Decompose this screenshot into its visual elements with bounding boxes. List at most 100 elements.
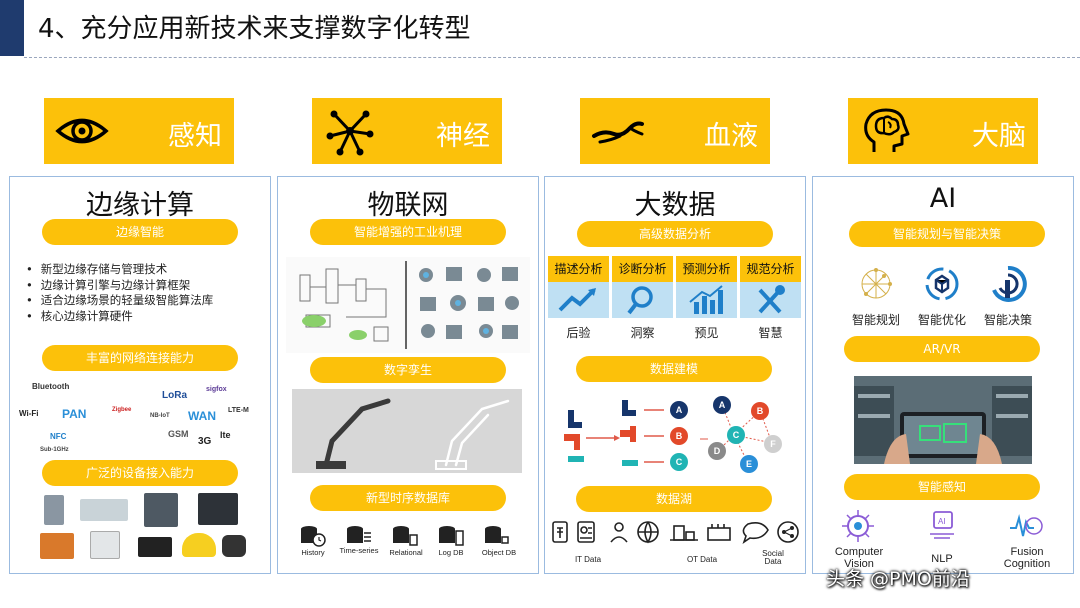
tools-icon	[758, 285, 785, 314]
sigfox-logo: sigfox	[206, 386, 227, 393]
smart-decision-icon	[992, 265, 1027, 302]
header-tile-blood: 血液	[580, 98, 770, 164]
analytics-sub: 后验	[566, 326, 591, 340]
column-title: 边缘计算	[86, 190, 194, 221]
node-right-f: F	[764, 435, 782, 453]
wan-logo: WAN	[188, 409, 216, 423]
title-divider	[24, 57, 1080, 58]
title-accent-bar	[0, 0, 24, 56]
ot-data-label: OT Data	[686, 555, 718, 564]
node-right-d: D	[708, 442, 726, 460]
device-image	[44, 495, 64, 525]
trend-up-icon	[558, 288, 596, 312]
header-tile-perception: 感知	[44, 98, 234, 164]
analytics-head-descriptive: 描述分析	[548, 256, 609, 282]
db-label-relational: Relational	[389, 548, 423, 557]
ar-warehouse-image	[854, 376, 1032, 464]
data-source-icons	[552, 521, 799, 544]
pill-device-access: 广泛的设备接入能力	[42, 460, 238, 486]
social-data-label: Social Data	[762, 549, 784, 566]
object-db-icon	[485, 526, 509, 544]
computer-vision-icon	[842, 510, 874, 542]
perception-label-cv: Computer Vision	[834, 546, 884, 570]
pill-data-modeling: 数据建模	[576, 356, 772, 382]
data-modeling-diagram	[564, 400, 664, 466]
list-item: 核心边缘计算硬件	[26, 309, 213, 325]
pan-logo: PAN	[62, 407, 87, 421]
analytics-head-predictive: 预测分析	[676, 256, 737, 282]
analytics-sub: 预见	[694, 326, 719, 340]
pill-planning-decision: 智能规划与智能决策	[849, 221, 1045, 247]
pill-timeseries-db: 新型时序数据库	[310, 485, 506, 511]
bluetooth-logo: Bluetooth	[32, 382, 70, 391]
pill-ar-vr: AR/VR	[844, 336, 1040, 362]
analytics-cell	[548, 282, 609, 318]
watermark: 头条 @PMO前沿	[826, 568, 970, 590]
column-ai: AI 智能规划与智能决策	[812, 176, 1074, 574]
svg-text:AI: AI	[938, 517, 946, 526]
blood-stream-icon	[592, 121, 644, 144]
pill-digital-twin: 数字孪生	[310, 357, 506, 383]
device-image	[40, 533, 74, 559]
column-edge-computing: 边缘计算 边缘智能 新型边缘存储与管理技术 边缘计算引擎与边缘计算框架 适合边缘…	[9, 176, 271, 574]
sub-1ghz-logo: Sub-1GHz	[40, 447, 69, 453]
eye-icon	[55, 118, 109, 144]
device-image	[198, 493, 238, 525]
digital-twin-robot-arm-image	[292, 389, 522, 473]
list-item: 边缘计算引擎与边缘计算框架	[26, 278, 213, 294]
3g-logo: 3G	[198, 436, 212, 447]
zigbee-logo: Zigbee	[112, 407, 132, 413]
analytics-cell	[740, 282, 801, 318]
smart-optimization-icon	[925, 267, 959, 301]
device-image	[138, 537, 172, 557]
analytics-cell	[612, 282, 673, 318]
node-right-c: C	[727, 426, 745, 444]
list-item: 新型边缘存储与管理技术	[26, 262, 213, 278]
ai-label-decision: 智能决策	[983, 313, 1032, 327]
edge-bullet-list: 新型边缘存储与管理技术 边缘计算引擎与边缘计算框架 适合边缘场景的轻量级智能算法…	[26, 262, 214, 325]
db-label-timeseries: Time-series	[339, 546, 379, 555]
nfc-logo: NFC	[50, 432, 67, 441]
node-left-c: C	[670, 453, 688, 471]
header-label: 血液	[704, 121, 758, 152]
perception-label-fusion: Fusion Cognition	[1003, 546, 1051, 570]
column-title: AI	[929, 183, 957, 214]
gsm-logo: GSM	[168, 429, 189, 439]
analytics-head-prescriptive: 规范分析	[740, 256, 801, 282]
device-image	[80, 499, 128, 521]
pill-industrial-mechanism: 智能增强的工业机理	[310, 219, 506, 245]
node-right-e: E	[740, 455, 758, 473]
pill-smart-perception: 智能感知	[844, 474, 1040, 500]
device-image	[144, 493, 178, 527]
device-image	[222, 535, 246, 557]
nb-iot-logo: NB-IoT	[150, 413, 170, 419]
analytics-cell	[676, 282, 737, 318]
fusion-cognition-icon	[1010, 514, 1043, 537]
column-title: 大数据	[634, 190, 716, 221]
history-db-icon	[301, 526, 326, 547]
smart-planning-icon	[861, 268, 892, 299]
list-item: 适合边缘场景的轻量级智能算法库	[26, 293, 214, 309]
ai-label-planning: 智能规划	[851, 313, 900, 327]
lte-logo: lte	[220, 430, 231, 440]
pill-edge-intelligence: 边缘智能	[42, 219, 238, 245]
node-right-a: A	[713, 396, 731, 414]
node-left-a: A	[670, 401, 688, 419]
industrial-diagram-image	[286, 257, 530, 353]
db-label-history: History	[301, 548, 325, 557]
it-data-label: IT Data	[574, 555, 602, 564]
header-tile-brain: 大脑	[848, 98, 1038, 164]
perception-label-nlp: NLP	[931, 553, 953, 565]
node-right-b: B	[751, 402, 769, 420]
timeseries-db-icon	[347, 526, 371, 543]
magnifier-icon	[627, 286, 653, 315]
lora-logo: LoRa	[162, 390, 187, 401]
column-iot: 物联网 智能增强的工业机理 数字孪生 新型时序数据库	[277, 176, 539, 574]
device-image	[90, 531, 120, 559]
brain-head-icon	[864, 108, 910, 152]
ai-label-optimization: 智能优化	[917, 313, 966, 327]
db-label-log: Log DB	[438, 548, 464, 557]
network-node-icon	[326, 110, 374, 156]
device-image	[182, 533, 216, 557]
analytics-head-diagnostic: 诊断分析	[612, 256, 673, 282]
